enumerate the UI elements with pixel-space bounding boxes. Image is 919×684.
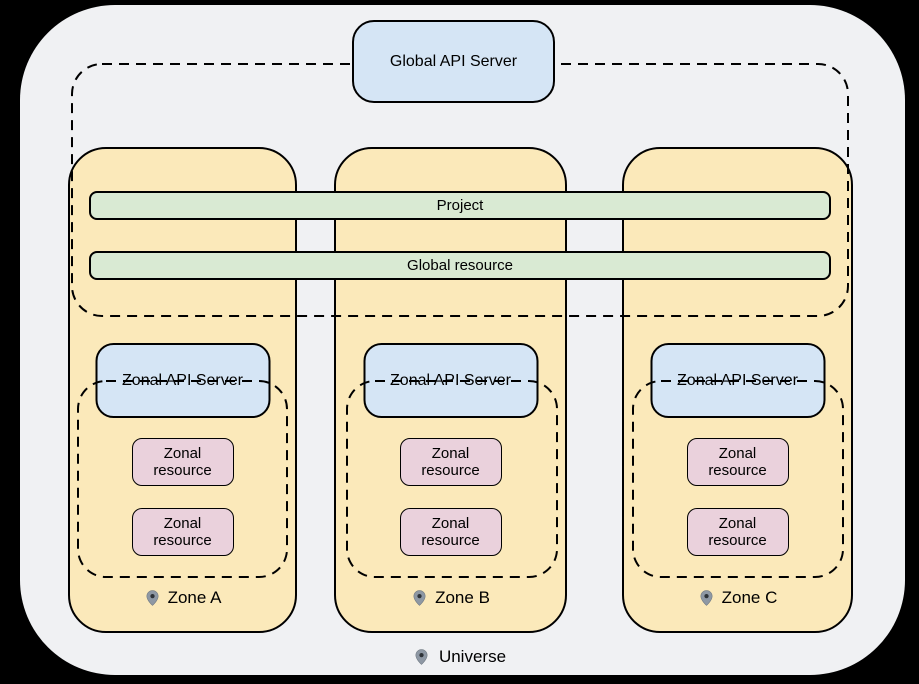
zone-name: Zone B	[435, 588, 490, 607]
zonal-api-server-box-c: Zonal API Server	[650, 343, 825, 418]
zone-label: Zone B	[336, 586, 565, 610]
location-pin-icon	[146, 590, 159, 606]
location-pin-icon	[700, 590, 713, 606]
zone-label: Zone C	[624, 586, 851, 610]
global-resource-bar: Global resource	[89, 251, 831, 280]
zonal-api-server-box-b: Zonal API Server	[363, 343, 538, 418]
global-api-server-box: Global API Server	[352, 20, 555, 103]
zonal-api-server-label: Zonal API Server	[390, 371, 511, 389]
zonal-resource-box: Zonal resource	[131, 438, 234, 486]
location-pin-icon	[413, 590, 426, 606]
zonal-resource-box: Zonal resource	[399, 508, 502, 556]
zonal-api-server-label: Zonal API Server	[122, 371, 243, 389]
zonal-resource-box: Zonal resource	[686, 508, 789, 556]
zonal-resource-box: Zonal resource	[399, 438, 502, 486]
zonal-resource-label: Zonal resource	[708, 444, 767, 479]
zone-name: Zone C	[721, 588, 778, 607]
global-api-server-label: Global API Server	[389, 52, 518, 70]
zonal-resource-box: Zonal resource	[131, 508, 234, 556]
location-pin-icon	[415, 649, 428, 665]
zone-name: Zone A	[167, 588, 222, 607]
zone-label: Zone A	[70, 586, 295, 610]
project-bar: Project	[89, 191, 831, 220]
project-bar-label: Project	[436, 197, 484, 214]
zonal-api-server-box-a: Zonal API Server	[95, 343, 270, 418]
universe-name: Universe	[438, 647, 507, 666]
universe-label: Universe	[0, 645, 919, 669]
zonal-resource-label: Zonal resource	[153, 444, 212, 479]
zonal-resource-label: Zonal resource	[708, 514, 767, 549]
zonal-resource-label: Zonal resource	[153, 514, 212, 549]
zonal-resource-label: Zonal resource	[421, 444, 480, 479]
zonal-api-server-label: Zonal API Server	[677, 371, 798, 389]
global-resource-bar-label: Global resource	[407, 257, 513, 274]
zonal-resource-box: Zonal resource	[686, 438, 789, 486]
zonal-resource-label: Zonal resource	[421, 514, 480, 549]
